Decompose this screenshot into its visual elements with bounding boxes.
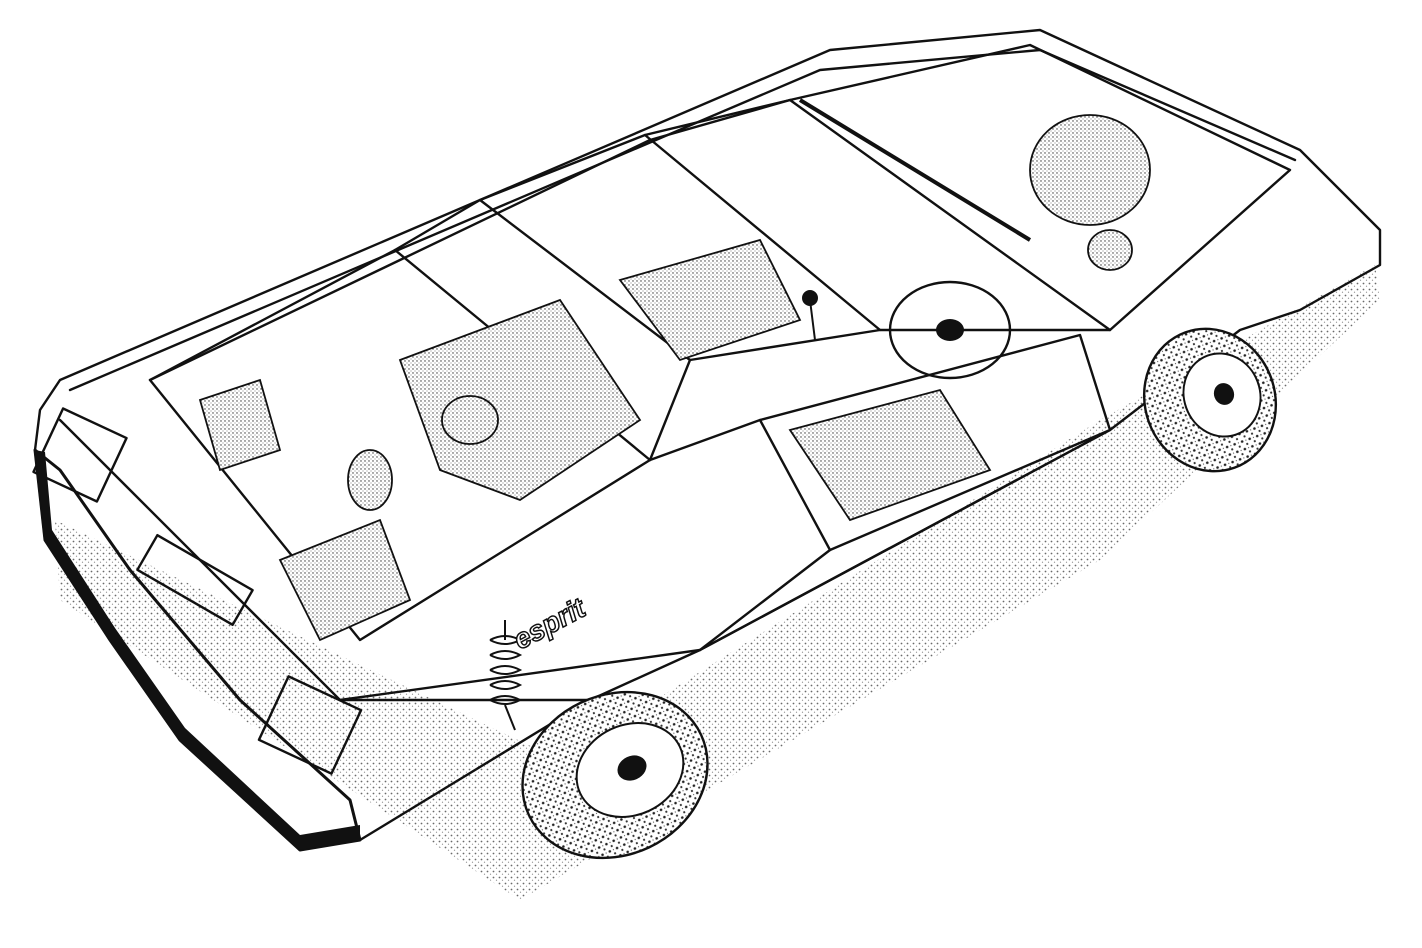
front-tank	[1029, 114, 1151, 226]
rear-wheel	[521, 690, 709, 860]
roof-ridge	[148, 98, 792, 382]
driver-seat	[788, 388, 992, 522]
rear-deck-outline	[68, 48, 1297, 392]
steering-wheel	[888, 280, 1012, 380]
front-wheel	[1142, 327, 1278, 473]
brake-servo	[1087, 229, 1133, 271]
transaxle	[278, 518, 412, 642]
alternator	[441, 395, 499, 445]
rear-light-right	[257, 675, 363, 775]
esprit-badge: esprit	[508, 591, 591, 655]
rear-light-left	[32, 407, 128, 503]
gear-lever	[802, 290, 818, 341]
cabin-window-frame	[478, 133, 882, 362]
air-box	[198, 378, 282, 472]
rear-coil-spring	[489, 620, 523, 731]
engine-block	[398, 298, 642, 502]
cam-pulley	[347, 449, 393, 511]
sill-line	[338, 428, 1112, 702]
windscreen-frame	[643, 98, 1112, 332]
door-line	[648, 418, 832, 652]
number-plate	[136, 533, 254, 627]
engine-bay-frame	[393, 198, 692, 462]
passenger-seat	[618, 238, 802, 362]
wiper-arm	[798, 98, 1032, 242]
ground-shadow	[55, 265, 1380, 900]
door-window	[758, 333, 1112, 552]
front-bonnet-frame	[788, 43, 1292, 332]
